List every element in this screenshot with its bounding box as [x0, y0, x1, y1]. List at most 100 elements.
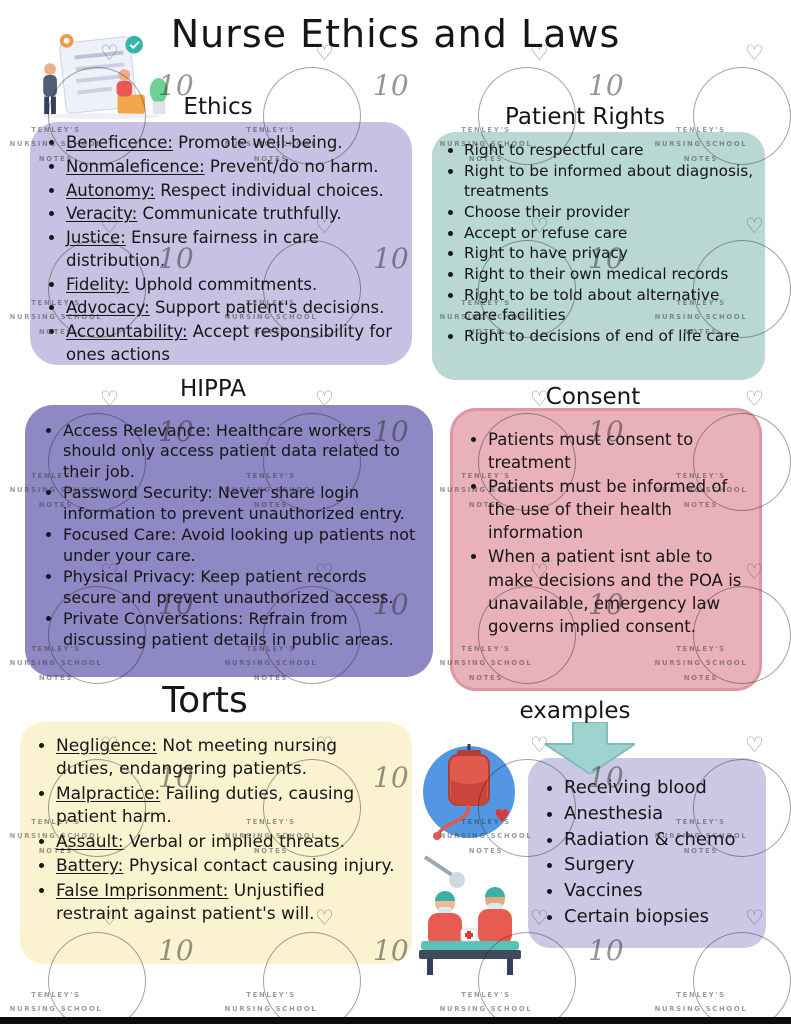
list-item: Radiation & chemo — [564, 828, 758, 853]
term: Fidelity: — [66, 274, 130, 294]
teamwork-document-illustration — [41, 33, 168, 120]
description: Physical contact causing injury. — [123, 856, 395, 877]
list-item: Veracity: Communicate truthfully. — [66, 203, 398, 226]
term: Password Security: — [63, 483, 213, 503]
hippa-box: Access Relevance: Healthcare workers sho… — [25, 405, 433, 677]
list-item: Malpractice: Failing duties, causing pat… — [56, 783, 400, 830]
list-item: Fidelity: Uphold commitments. — [66, 274, 398, 297]
term: Accountability: — [66, 322, 188, 342]
list-item: Right to their own medical records — [464, 265, 755, 285]
torts-heading: Torts — [162, 680, 248, 721]
term: Veracity: — [66, 204, 138, 224]
list-item: Private Conversations: Refrain from disc… — [63, 609, 421, 650]
list-item: Surgery — [564, 853, 758, 878]
patient-rights-heading: Patient Rights — [505, 104, 665, 130]
description: Promote well-being. — [172, 133, 343, 152]
list-item: Right to have privacy — [464, 244, 755, 264]
list-item: Right to respectful care — [464, 141, 755, 161]
list-item: Advocacy: Support patient's decisions. — [66, 297, 398, 320]
patient-rights-list: Right to respectful careRight to be info… — [440, 141, 755, 347]
list-item: Anesthesia — [564, 802, 758, 827]
list-item: Autonomy: Respect individual choices. — [66, 180, 398, 203]
list-item: Certain biopsies — [564, 905, 758, 930]
description: Never share login information to prevent… — [63, 483, 405, 523]
term: Beneficence: — [66, 133, 173, 152]
watermark-number: 10 — [588, 69, 624, 102]
term: Access Relevance: — [63, 421, 211, 440]
list-item: Justice: Ensure fairness in care distrib… — [66, 227, 398, 273]
list-item: When a patient isnt able to make decisio… — [488, 545, 750, 637]
list-item: Accountability: Accept responsibility fo… — [66, 321, 398, 367]
consent-list: Patients must consent to treatmentPatien… — [464, 428, 750, 638]
consent-heading: Consent — [545, 384, 641, 410]
description: Uphold commitments. — [129, 274, 318, 294]
description: Communicate truthfully. — [137, 204, 342, 224]
down-arrow-icon — [545, 722, 635, 774]
list-item: Patients must be informed of the use of … — [488, 475, 750, 544]
hippa-list: Access Relevance: Healthcare workers sho… — [39, 421, 421, 650]
description: Unjustified restraint against patient's … — [56, 880, 325, 925]
page-title: Nurse Ethics and Laws — [170, 12, 621, 56]
list-item: Access Relevance: Healthcare workers sho… — [63, 421, 421, 482]
list-item: Right to decisions of end of life care — [464, 327, 755, 347]
torts-list: Negligence: Not meeting nursing duties, … — [32, 735, 400, 927]
list-item: Right to be told about alternative care … — [464, 286, 755, 326]
list-item: False Imprisonment: Unjustified restrain… — [56, 880, 400, 927]
heart-icon: ♡ — [745, 733, 764, 757]
description: Avoid looking up patients not under your… — [63, 525, 416, 565]
description: Failing duties, causing patient harm. — [56, 783, 355, 828]
list-item: Negligence: Not meeting nursing duties, … — [56, 735, 400, 782]
heart-icon: ♥ — [494, 806, 510, 827]
torts-box: Negligence: Not meeting nursing duties, … — [20, 722, 412, 964]
surgery-illustration — [419, 855, 521, 975]
term: Focused Care: — [63, 525, 177, 545]
term: Malpractice: — [56, 783, 161, 804]
term: False Imprisonment: — [56, 880, 229, 901]
heart-icon: ♡ — [745, 387, 764, 411]
list-item: Beneficence: Promote well-being. — [66, 132, 398, 155]
list-item: Battery: Physical contact causing injury… — [56, 855, 400, 878]
hippa-heading: HIPPA — [179, 376, 247, 402]
list-item: Assault: Verbal or implied threats. — [56, 831, 400, 854]
term: Justice: — [66, 228, 126, 248]
list-item: Password Security: Never share login inf… — [63, 483, 421, 524]
examples-heading: examples — [519, 698, 631, 724]
term: Private Conversations: — [63, 609, 244, 629]
description: Accept responsibility for ones actions — [66, 322, 393, 364]
description: Not meeting nursing duties, endangering … — [56, 736, 338, 780]
term: Assault: — [56, 831, 124, 852]
watermark-number: 10 — [373, 69, 409, 102]
list-item: Choose their provider — [464, 203, 755, 223]
term: Autonomy: — [66, 180, 156, 200]
list-item: Receiving blood — [564, 776, 758, 801]
term: Physical Privacy: — [63, 567, 196, 587]
description: Healthcare workers should only access pa… — [63, 421, 400, 481]
description: Respect individual choices. — [155, 180, 384, 200]
description: Keep patient records secure and prevent … — [63, 567, 394, 607]
description: Prevent/do no harm. — [204, 156, 379, 176]
bottom-bar — [0, 1017, 791, 1024]
list-item: Focused Care: Avoid looking up patients … — [63, 525, 421, 566]
list-item: Nonmaleficence: Prevent/do no harm. — [66, 156, 398, 179]
description: Ensure fairness in care distribution. — [66, 228, 319, 270]
description: Verbal or implied threats. — [123, 831, 345, 852]
list-item: Vaccines — [564, 879, 758, 904]
ethics-box: Beneficence: Promote well-being.Nonmalef… — [30, 122, 412, 365]
examples-list: Receiving bloodAnesthesiaRadiation & che… — [540, 776, 758, 930]
ethics-list: Beneficence: Promote well-being.Nonmalef… — [42, 132, 398, 367]
list-item: Right to be informed about diagnosis, tr… — [464, 162, 755, 202]
list-item: Accept or refuse care — [464, 224, 755, 244]
blood-transfusion-illustration: ♥ — [423, 744, 515, 840]
term: Negligence: — [56, 736, 157, 756]
examples-box: Receiving bloodAnesthesiaRadiation & che… — [528, 758, 766, 948]
list-item: Physical Privacy: Keep patient records s… — [63, 567, 421, 608]
description: Refrain from discussing patient details … — [63, 609, 394, 649]
patient-rights-box: Right to respectful careRight to be info… — [432, 132, 765, 380]
description: Support patient's decisions. — [149, 298, 385, 318]
list-item: Patients must consent to treatment — [488, 428, 750, 474]
ethics-heading: Ethics — [183, 94, 253, 120]
term: Nonmaleficence: — [66, 156, 205, 176]
term: Advocacy: — [66, 298, 150, 318]
consent-box: Patients must consent to treatmentPatien… — [450, 408, 762, 691]
